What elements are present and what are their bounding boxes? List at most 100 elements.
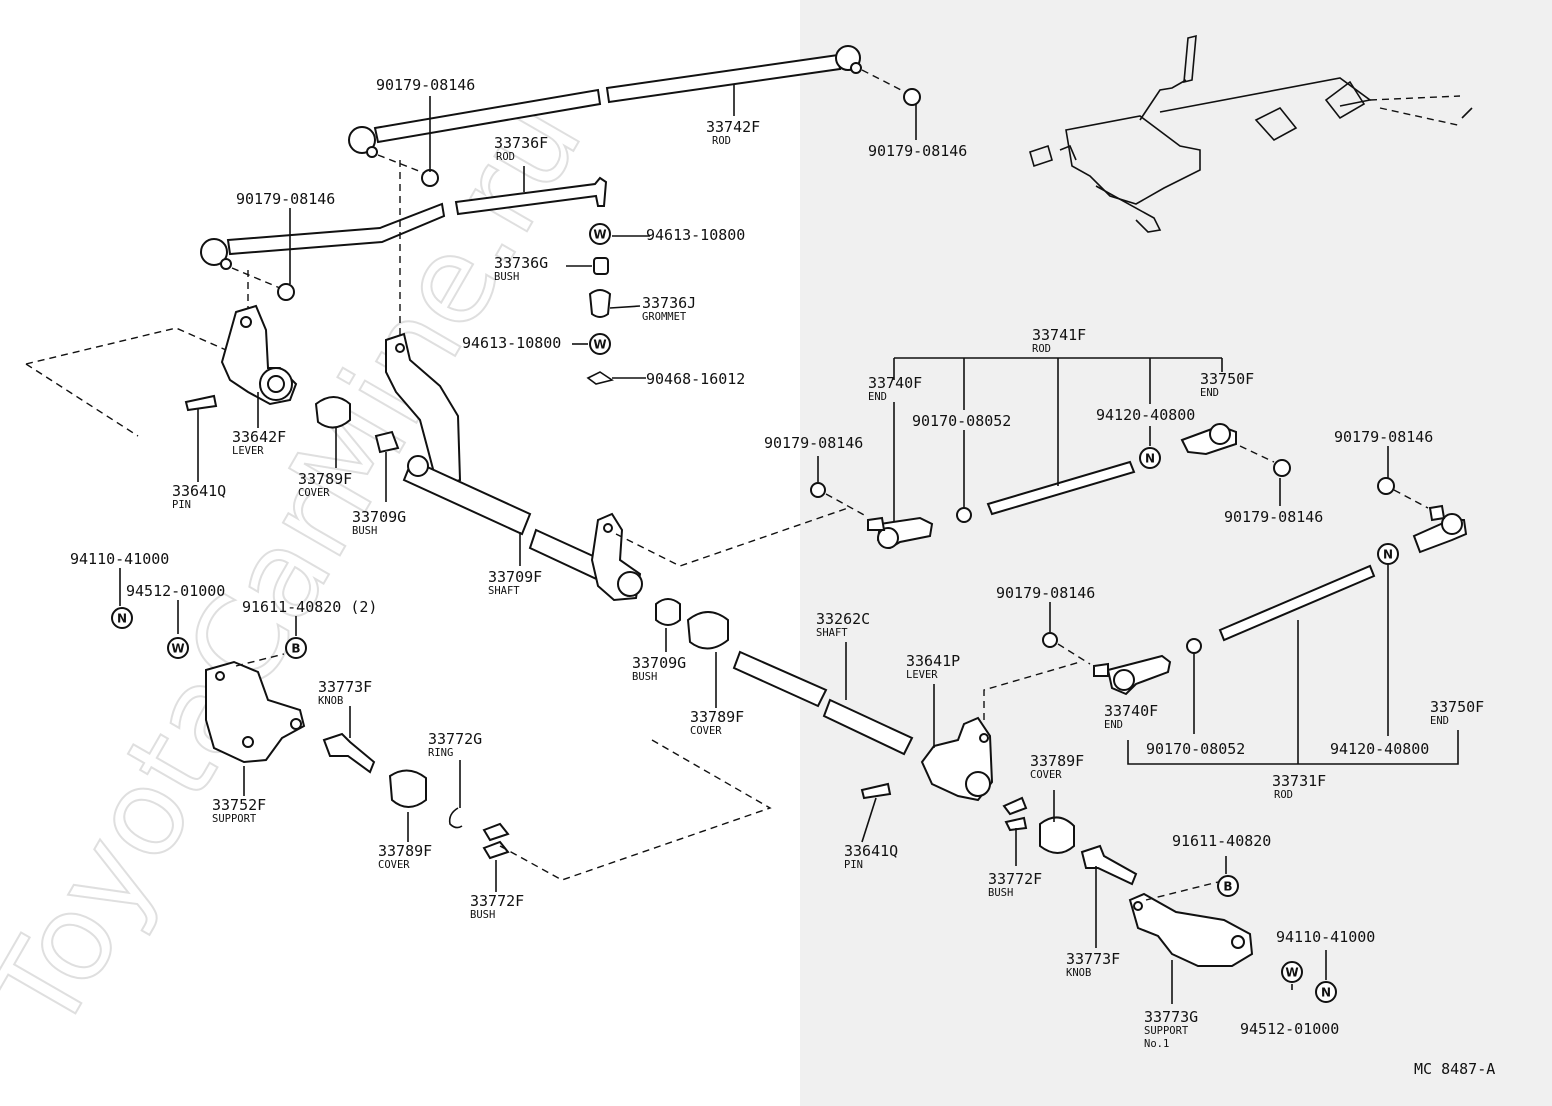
svg-text:W: W (593, 228, 606, 242)
label-33731F: 33731F (1272, 772, 1326, 790)
rod-33736F-drawing (200, 176, 608, 310)
label-94512-01000-right: 94512-01000 (1240, 1020, 1339, 1038)
name-33773F-right: KNOB (1066, 967, 1091, 979)
diagram-code: MC 8487-A (1414, 1060, 1495, 1078)
shaft-33262C-drawing (732, 650, 1081, 802)
name-33641Q-right: PIN (844, 859, 863, 871)
svg-text:W: W (1285, 966, 1298, 980)
name-33740F-lower: END (1104, 719, 1123, 731)
label-33740F-upper: 33740F (868, 374, 922, 392)
name-33773G: SUPPORT (1144, 1025, 1189, 1037)
name-33772F-left: BUSH (470, 909, 495, 921)
label-33789F-b: 33789F (378, 842, 432, 860)
svg-text:B: B (1223, 880, 1232, 894)
label-33789F-d: 33789F (1030, 752, 1084, 770)
label-94110-41000-right: 94110-41000 (1276, 928, 1375, 946)
label-33742F: 33742F (706, 118, 760, 136)
leader-lines (119, 84, 1459, 1004)
label-33740F-lower: 33740F (1104, 702, 1158, 720)
name-33750F-upper: END (1200, 387, 1219, 399)
name-33772F-right: BUSH (988, 887, 1013, 899)
badge-w-94613a: W (589, 223, 611, 245)
label-33736J: 33736J (642, 294, 696, 312)
name-33262C: SHAFT (816, 627, 848, 639)
cover-bush-bottom-right-drawing (1002, 796, 1138, 886)
rod-33741F-drawing (810, 423, 1291, 550)
label-90170-08052-upper: 90170-08052 (912, 412, 1011, 430)
label-90179-08146-right: 90179-08146 (868, 142, 967, 160)
name-33709G-b: BUSH (632, 671, 657, 683)
svg-text:W: W (171, 642, 184, 656)
label-33773G: 33773G (1144, 1008, 1198, 1026)
name-33709F: SHAFT (488, 585, 520, 597)
label-33773F-right: 33773F (1066, 950, 1120, 968)
label-33709F: 33709F (488, 568, 542, 586)
name-33752F: SUPPORT (212, 813, 257, 825)
badge-w-94512b: W (1281, 961, 1303, 983)
badge-b-91611a: B (285, 637, 307, 659)
label-33772G: 33772G (428, 730, 482, 748)
label-33641Q-right: 33641Q (844, 842, 898, 860)
name-33789F-a: COVER (298, 487, 330, 499)
name-33750F-lower: END (1430, 715, 1449, 727)
svg-text:N: N (1383, 548, 1393, 562)
label-33773F-left: 33773F (318, 678, 372, 696)
badge-n-94110b: N (1315, 981, 1337, 1003)
name-33736G: BUSH (494, 271, 519, 283)
name-33736J: GROMMET (642, 311, 687, 323)
badge-n-94110a: N (111, 607, 133, 629)
label-94120-40800-upper: 94120-40800 (1096, 406, 1195, 424)
name-33642F: LEVER (232, 445, 264, 457)
badge-n-94120a: N (1139, 447, 1161, 469)
rod-33742F-drawing (348, 45, 921, 187)
label-33642F: 33642F (232, 428, 286, 446)
label-91611-40820-2: 91611-40820 (2) (242, 598, 377, 616)
label-90179-08146-farright: 90179-08146 (1334, 428, 1433, 446)
label-33772F-right: 33772F (988, 870, 1042, 888)
part-labels: 90179-08146 33742F ROD 90179-08146 33736… (70, 76, 1484, 1050)
name-33740F-upper: END (868, 391, 887, 403)
name-33789F-b: COVER (378, 859, 410, 871)
svg-text:N: N (1321, 986, 1331, 1000)
name-33789F-d: COVER (1030, 769, 1062, 781)
label-90179-08146-lower: 90179-08146 (996, 584, 1095, 602)
label-33709G-a: 33709G (352, 508, 406, 526)
name-33789F-c: COVER (690, 725, 722, 737)
assembly-overview-drawing (1029, 34, 1473, 233)
lever-33642F-drawing (25, 304, 400, 454)
name-33773G-no1: No.1 (1144, 1038, 1169, 1050)
name-33742F: ROD (712, 135, 731, 147)
rod-33731F-drawing (1042, 477, 1468, 696)
label-90179-08146-midright: 90179-08146 (1224, 508, 1323, 526)
svg-text:N: N (117, 612, 127, 626)
label-33772F-left: 33772F (470, 892, 524, 910)
label-94120-40800-lower: 94120-40800 (1330, 740, 1429, 758)
bush-cover-right-drawing (655, 598, 729, 650)
name-33731F: ROD (1274, 789, 1293, 801)
label-33752F: 33752F (212, 796, 266, 814)
name-33641P: LEVER (906, 669, 938, 681)
label-91611-40820-right: 91611-40820 (1172, 832, 1271, 850)
label-90179-08146-mid: 90179-08146 (764, 434, 863, 452)
label-90179-08146-left: 90179-08146 (236, 190, 335, 208)
shaft-33709F-drawing (385, 332, 849, 602)
label-33736G: 33736G (494, 254, 548, 272)
name-33736F: ROD (496, 151, 515, 163)
badge-n-94120b: N (1377, 543, 1399, 565)
support-33773G-drawing (1128, 881, 1254, 967)
badge-w-94613b: W (589, 333, 611, 355)
svg-text:N: N (1145, 452, 1155, 466)
label-33789F-a: 33789F (298, 470, 352, 488)
support-33752F-drawing (205, 653, 772, 881)
badge-b-91611b: B (1217, 875, 1239, 897)
svg-text:W: W (593, 338, 606, 352)
label-33741F: 33741F (1032, 326, 1086, 344)
label-33736F: 33736F (494, 134, 548, 152)
bush-grommet-group-drawing (399, 160, 614, 385)
label-94613-10800-upper: 94613-10800 (646, 226, 745, 244)
label-33262C: 33262C (816, 610, 870, 628)
name-33772G: RING (428, 747, 453, 759)
svg-text:B: B (291, 642, 300, 656)
